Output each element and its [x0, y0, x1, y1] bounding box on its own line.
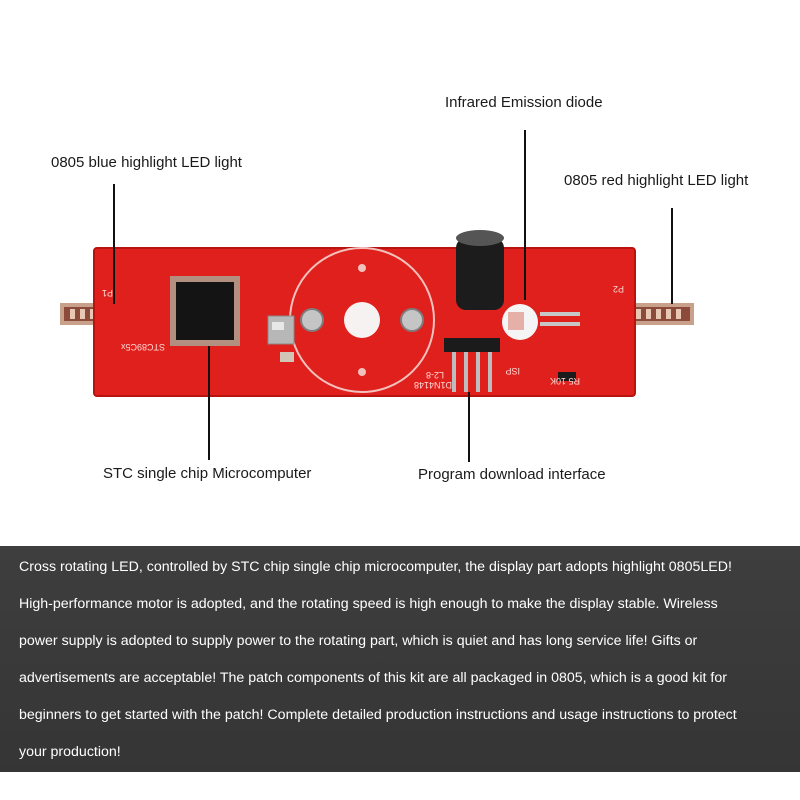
label-program: Program download interface: [418, 466, 606, 483]
silk-r5: R5 10K: [550, 376, 580, 386]
description-panel: Cross rotating LED, controlled by STC ch…: [0, 546, 800, 772]
ir-diode: [502, 304, 580, 340]
silk-mcu: STC89C5x: [120, 342, 165, 352]
description-line: beginners to get started with the patch!…: [19, 707, 737, 723]
isp-header: [444, 338, 500, 392]
silk-l2: L2-8: [426, 370, 444, 380]
description-line: High-performance motor is adopted, and t…: [19, 596, 718, 612]
description-line: your production!: [19, 744, 121, 760]
silk-isp: ISP: [505, 366, 520, 376]
pointer-line-ir: [524, 130, 526, 300]
silk-diode: D1N4148: [414, 380, 452, 390]
label-blue-led: 0805 blue highlight LED light: [51, 154, 242, 171]
label-mcu: STC single chip Microcomputer: [103, 465, 312, 482]
description-line: power supply is adopted to supply power …: [19, 633, 698, 649]
label-red-led: 0805 red highlight LED light: [564, 172, 749, 189]
silk-p2: P2: [613, 284, 624, 294]
capacitor: [456, 230, 504, 310]
pointer-line-program: [468, 392, 470, 462]
label-ir-diode: Infrared Emission diode: [445, 94, 603, 111]
pointer-line-blue: [113, 184, 115, 304]
rotor-ring: [289, 247, 435, 393]
description-line: Cross rotating LED, controlled by STC ch…: [19, 559, 732, 575]
description-line: advertisements are acceptable! The patch…: [19, 670, 727, 686]
pcb-board-illustration: STC89C5x P1 P2 ISP R5 10K L2-8 D1N4148: [60, 230, 694, 397]
pointer-line-mcu: [208, 346, 210, 460]
silk-p1: P1: [102, 288, 113, 298]
mcu-chip: [170, 276, 240, 346]
pointer-line-red: [671, 208, 673, 304]
